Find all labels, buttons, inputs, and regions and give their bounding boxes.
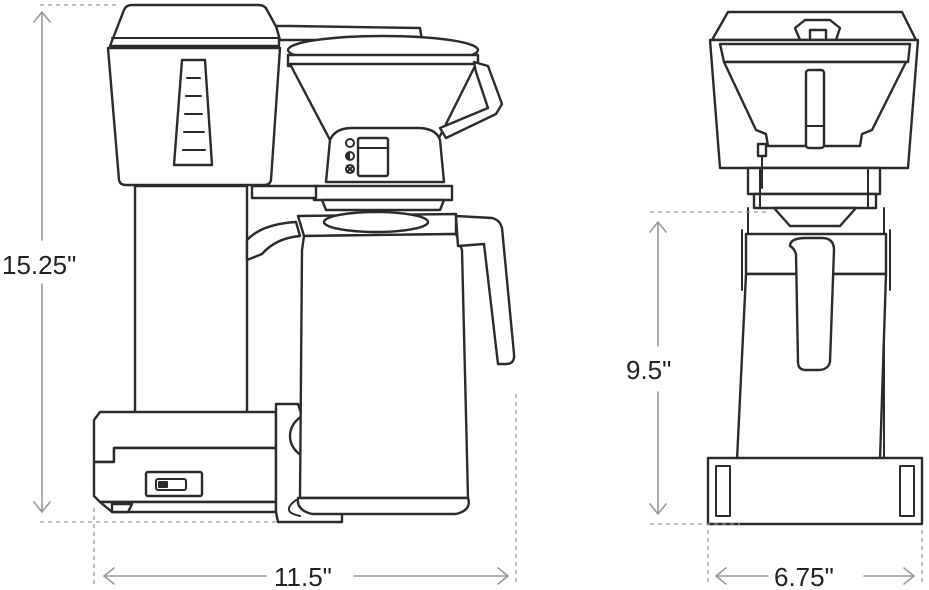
main-column	[133, 184, 302, 450]
control-display	[356, 136, 390, 178]
side-view	[92, 3, 516, 524]
front-top-housing	[708, 10, 920, 170]
height-carafe-label: 9.5"	[626, 355, 671, 385]
basket-holder	[250, 184, 454, 212]
dimension-lines	[33, 4, 923, 585]
front-carafe-handle	[788, 236, 836, 372]
front-view	[706, 10, 924, 526]
height-total-label: 15.25"	[2, 250, 76, 280]
width-side-label: 11.5"	[274, 562, 332, 590]
water-tank	[106, 46, 282, 187]
filter-basket-handle	[438, 60, 504, 140]
front-base	[706, 456, 924, 526]
drip-stop-icon	[345, 164, 355, 174]
water-level-gauge	[172, 58, 214, 167]
brew-indicator-icon	[345, 138, 355, 148]
thermal-carafe	[288, 210, 516, 517]
dimension-labels: 15.25" 11.5" 9.5" 6.75"	[2, 250, 834, 590]
control-panel	[324, 126, 446, 184]
filter-basket	[286, 34, 504, 142]
width-front-label: 6.75"	[774, 562, 834, 590]
carafe-handle	[454, 214, 516, 366]
water-tank-lid	[108, 3, 281, 48]
